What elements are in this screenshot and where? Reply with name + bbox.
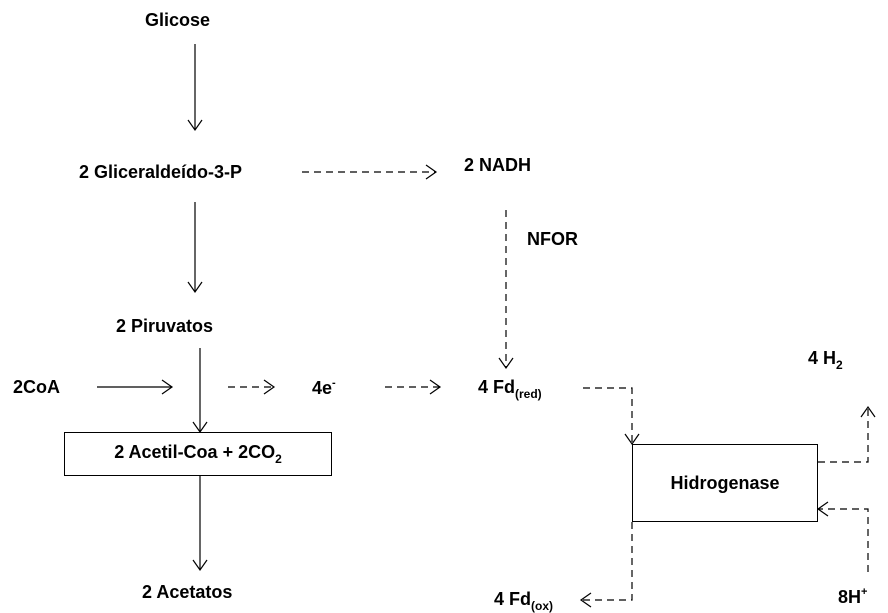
arrow-fd-red-to-hidrogenase — [583, 387, 633, 444]
node-nadh: 2 NADH — [464, 155, 532, 175]
node-gliceraldeido-3-p: 2 Gliceraldeído-3-P — [79, 162, 243, 182]
node-acetil-coa-box: 2 Acetil-Coa + 2CO2 — [64, 432, 332, 476]
node-acetatos: 2 Acetatos — [142, 582, 233, 602]
node-fd-ox: 4 Fd(ox) — [494, 589, 554, 613]
node-protons: 8H+ — [838, 586, 868, 607]
node-glicose: Glicose — [145, 10, 211, 30]
node-h2: 4 H2 — [808, 348, 843, 372]
node-coa: 2CoA — [13, 377, 61, 397]
arrow-piruvatos-to-acetil — [192, 348, 208, 434]
arrow-coa-to-reaction — [97, 379, 174, 395]
arrow-hidrogenase-to-h2 — [818, 407, 869, 463]
node-piruvatos: 2 Piruvatos — [116, 316, 214, 336]
arrow-gliceraldeido-to-piruvatos — [187, 202, 203, 294]
enzyme-hidrogenase: Hidrogenase — [670, 473, 780, 493]
enzyme-nfor: NFOR — [527, 229, 578, 249]
arrow-hidrogenase-to-fd-ox — [581, 522, 633, 601]
node-fd-red: 4 Fd(red) — [478, 377, 542, 401]
arrow-glicose-to-gliceraldeido — [187, 44, 203, 132]
node-electrons: 4e- — [312, 377, 336, 398]
node-acetil-coa: 2 Acetil-Coa + 2CO2 — [114, 442, 282, 466]
arrow-protons-to-hidrogenase — [818, 508, 869, 572]
hidrogenase-box: Hidrogenase — [632, 444, 818, 522]
arrow-acetil-to-acetatos — [192, 476, 208, 572]
